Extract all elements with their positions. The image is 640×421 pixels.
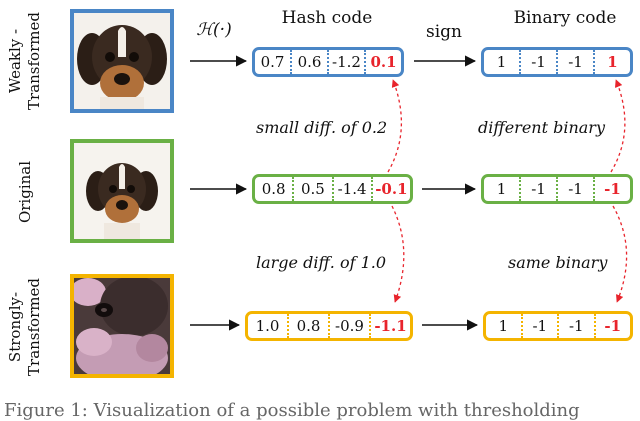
hash-value: 0.5 xyxy=(292,177,331,201)
value-text: -1 xyxy=(531,180,546,198)
hash-code-weak: 0.7 0.6 -1.2 0.1 xyxy=(252,47,404,77)
binary-value: -1 xyxy=(556,50,593,74)
value-text: 1 xyxy=(498,317,509,335)
value-text: -1.2 xyxy=(332,53,361,71)
binary-value: -1 xyxy=(557,314,594,338)
binary-value: 1 xyxy=(484,50,519,74)
binary-value: -1 xyxy=(593,314,631,338)
large-diff-note: large diff. of 1.0 xyxy=(256,253,387,272)
value-text: 0.5 xyxy=(300,180,325,198)
hash-value: 1.0 xyxy=(248,314,287,338)
hash-code-strong: 1.0 0.8 -0.9 -1.1 xyxy=(245,311,413,341)
hash-value: -0.9 xyxy=(328,314,369,338)
binary-value: 1 xyxy=(484,177,519,201)
binary-value: 1 xyxy=(486,314,521,338)
same-binary-note: same binary xyxy=(508,253,608,272)
binary-value: -1 xyxy=(519,50,556,74)
hash-value: -1.1 xyxy=(369,314,410,338)
dashed-arrow-binary-down xyxy=(612,205,628,303)
puppy-image-original xyxy=(70,139,174,243)
hash-value: 0.6 xyxy=(290,50,327,74)
value-text: -0.9 xyxy=(335,317,364,335)
hash-value: 0.8 xyxy=(255,177,292,201)
value-text: 1 xyxy=(607,53,618,71)
hash-code-original: 0.8 0.5 -1.4 -0.1 xyxy=(252,174,413,204)
value-text: -1.4 xyxy=(337,180,367,198)
small-diff-note: small diff. of 0.2 xyxy=(256,118,388,137)
hash-value: 0.7 xyxy=(255,50,290,74)
binary-value: -1 xyxy=(593,177,630,201)
binary-value: -1 xyxy=(520,314,558,338)
dashed-arrow-hash-down xyxy=(391,205,405,303)
binary-code-header: Binary code xyxy=(513,8,617,28)
value-text: 0.6 xyxy=(297,53,322,71)
value-text: 0.8 xyxy=(261,180,286,198)
puppy-image-weak xyxy=(70,9,174,113)
value-text: -1 xyxy=(604,317,622,335)
hash-value: -1.4 xyxy=(331,177,371,201)
binary-value: 1 xyxy=(593,50,630,74)
hash-value: -0.1 xyxy=(370,177,410,201)
value-text: -1 xyxy=(532,317,548,335)
value-text: -1 xyxy=(531,53,546,71)
different-binary-note: different binary xyxy=(478,118,605,137)
binary-code-strong: 1 -1 -1 -1 xyxy=(483,311,633,341)
dashed-arrow-binary-up xyxy=(610,79,626,173)
value-text: 1.0 xyxy=(255,317,280,335)
value-text: -0.1 xyxy=(375,180,408,198)
value-text: 0.1 xyxy=(370,53,397,71)
puppy-image-strong xyxy=(70,274,174,378)
binary-value: -1 xyxy=(556,177,593,201)
value-text: 0.7 xyxy=(260,53,285,71)
hash-value: 0.1 xyxy=(364,50,401,74)
hash-value: -1.2 xyxy=(327,50,364,74)
value-text: 1 xyxy=(496,180,507,198)
value-text: 1 xyxy=(496,53,507,71)
figure-caption: Figure 1: Visualization of a possible pr… xyxy=(4,400,580,421)
value-text: -1 xyxy=(604,180,621,198)
binary-code-original: 1 -1 -1 -1 xyxy=(481,174,633,204)
value-text: -1 xyxy=(568,180,583,198)
value-text: -1 xyxy=(568,53,583,71)
binary-value: -1 xyxy=(519,177,556,201)
hash-function-label: ℋ(·) xyxy=(196,20,232,40)
value-text: -1.1 xyxy=(374,317,407,335)
sign-label: sign xyxy=(426,22,462,42)
hash-code-header: Hash code xyxy=(281,8,373,28)
binary-code-weak: 1 -1 -1 1 xyxy=(481,47,633,77)
value-text: -1 xyxy=(568,317,584,335)
hash-value: 0.8 xyxy=(287,314,328,338)
value-text: 0.8 xyxy=(296,317,321,335)
dashed-arrow-hash-up xyxy=(387,79,402,173)
